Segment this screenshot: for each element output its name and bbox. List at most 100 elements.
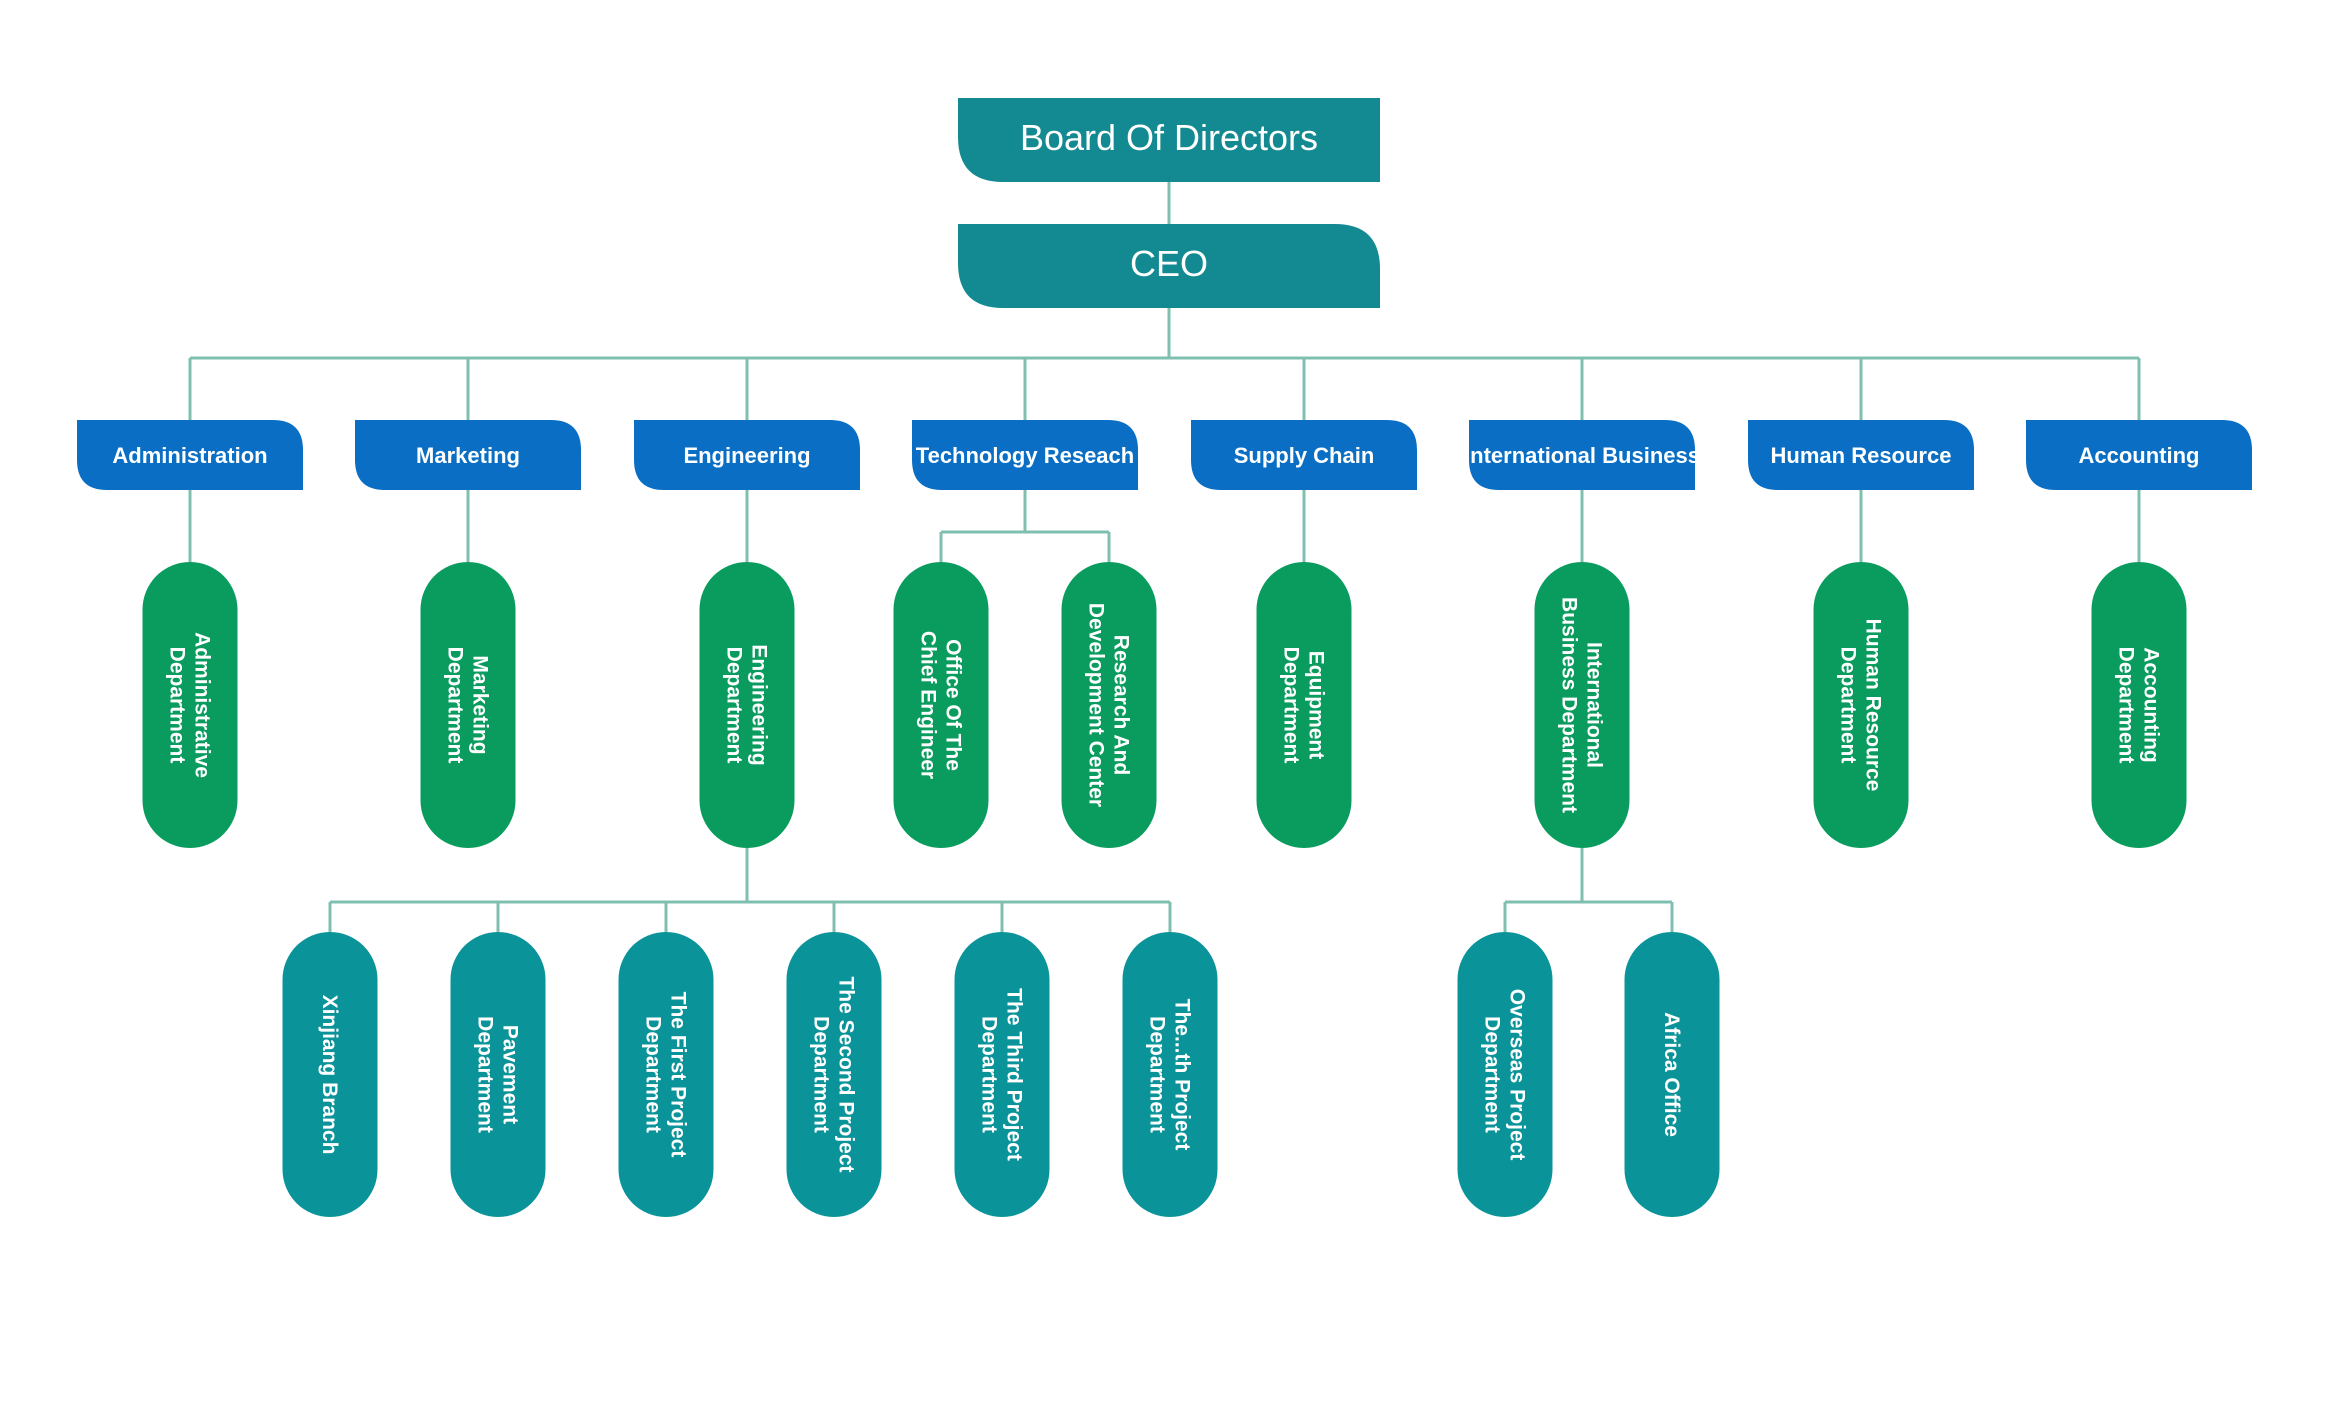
engineering-subunit-label-0: Xinjiang Branch bbox=[318, 995, 341, 1155]
engineering-subunit-pill-0 bbox=[282, 932, 378, 1217]
international-subunit-label-line-1-0: Africa Office bbox=[1660, 1012, 1683, 1137]
ceo-node: CEO bbox=[958, 224, 1380, 308]
unit-label-line-5-0: International bbox=[1583, 642, 1606, 768]
engineering-subunit-label-line-1-0: Pavement bbox=[499, 1025, 522, 1124]
engineering-subunit-pill-2 bbox=[618, 932, 714, 1217]
unit-label-2: EngineeringDepartment bbox=[723, 644, 771, 765]
engineering-subunit-pill-1 bbox=[450, 932, 546, 1217]
department-label-engineering: Engineering bbox=[683, 443, 810, 468]
engineering-subunit-label-line-0-0: Xinjiang Branch bbox=[318, 995, 341, 1155]
international-subunit-pill-0 bbox=[1457, 932, 1553, 1217]
engineering-subunit-node-5: The...th ProjectDepartment bbox=[1122, 932, 1218, 1217]
department-label-human-resource: Human Resource bbox=[1771, 443, 1952, 468]
engineering-subunit-node-0: Xinjiang Branch bbox=[282, 932, 378, 1217]
unit-node-6: Human ResourceDepartment bbox=[1813, 562, 1909, 848]
unit-pill-0 bbox=[142, 562, 238, 848]
department-box-administration bbox=[77, 420, 303, 490]
unit-node-1: MarketingDepartment bbox=[420, 562, 516, 848]
department-engineering: Engineering bbox=[634, 420, 860, 490]
unit-label-3-0: Office Of TheChief Engineer bbox=[917, 631, 965, 779]
engineering-subunit-node-4: The Third ProjectDepartment bbox=[954, 932, 1050, 1217]
unit-label-line-1-1: Department bbox=[444, 647, 467, 764]
engineering-subunit-label-line-4-1: Department bbox=[978, 1016, 1001, 1133]
unit-node-5: InternationalBusiness Department bbox=[1534, 562, 1630, 848]
engineering-subunit-label-line-3-1: Department bbox=[810, 1016, 833, 1133]
board-of-directors-label: Board Of Directors bbox=[1020, 117, 1318, 158]
unit-node-7: AccountingDepartment bbox=[2091, 562, 2187, 848]
international-subunit-node-0: Overseas ProjectDepartment bbox=[1457, 932, 1553, 1217]
engineering-subunit-label-line-1-1: Department bbox=[474, 1016, 497, 1133]
unit-label-line-2-0: Engineering bbox=[748, 644, 771, 765]
unit-label-line-4-1: Department bbox=[1280, 647, 1303, 764]
department-label-international-business: International Business bbox=[1464, 443, 1700, 468]
unit-pill-1 bbox=[420, 562, 516, 848]
unit-label-3-1: Research AndDevelopment Center bbox=[1085, 603, 1133, 807]
department-box-supply-chain bbox=[1191, 420, 1417, 490]
department-label-supply-chain: Supply Chain bbox=[1234, 443, 1375, 468]
department-box-engineering bbox=[634, 420, 860, 490]
department-box-marketing bbox=[355, 420, 581, 490]
connector-lines bbox=[188, 182, 2141, 932]
department-human-resource: Human Resource bbox=[1748, 420, 1974, 490]
department-international-business: International Business bbox=[1464, 420, 1700, 490]
engineering-subunit-label-line-5-1: Department bbox=[1146, 1016, 1169, 1133]
board-of-directors-node: Board Of Directors bbox=[958, 98, 1380, 182]
engineering-subunit-pill-5 bbox=[1122, 932, 1218, 1217]
unit-label-line-0-0: Administrative bbox=[191, 632, 214, 778]
unit-label-line-4-0: Equipment bbox=[1305, 651, 1328, 760]
unit-node-2: EngineeringDepartment bbox=[699, 562, 795, 848]
unit-pill-5 bbox=[1534, 562, 1630, 848]
engineering-subunit-node-2: The First ProjectDepartment bbox=[618, 932, 714, 1217]
unit-label-line-2-1: Department bbox=[723, 647, 746, 764]
engineering-subunit-node-1: PavementDepartment bbox=[450, 932, 546, 1217]
department-administration: Administration bbox=[77, 420, 303, 490]
international-subunit-node-1: Africa Office bbox=[1624, 932, 1720, 1217]
unit-label-line-3-1-0: Research And bbox=[1110, 635, 1133, 775]
engineering-subunit-node-3: The Second ProjectDepartment bbox=[786, 932, 882, 1217]
unit-label-line-6-1: Department bbox=[1837, 647, 1860, 764]
department-technology-reseach: Technology Reseach bbox=[912, 420, 1138, 490]
engineering-subunit-label-line-2-0: The First Project bbox=[667, 992, 690, 1158]
unit-node-3-1: Research AndDevelopment Center bbox=[1061, 562, 1157, 848]
unit-label-line-6-0: Human Resource bbox=[1862, 619, 1885, 792]
department-label-technology-reseach: Technology Reseach bbox=[916, 443, 1134, 468]
unit-pill-6 bbox=[1813, 562, 1909, 848]
engineering-subunit-label-5: The...th ProjectDepartment bbox=[1146, 999, 1194, 1151]
unit-label-line-3-1-1: Development Center bbox=[1085, 603, 1108, 807]
engineering-subunit-label-line-5-0: The...th Project bbox=[1171, 999, 1194, 1151]
international-subunit-label-line-0-1: Department bbox=[1481, 1016, 1504, 1133]
department-box-human-resource bbox=[1748, 420, 1974, 490]
unit-pill-4 bbox=[1256, 562, 1352, 848]
engineering-subunit-pill-3 bbox=[786, 932, 882, 1217]
ceo-label: CEO bbox=[1130, 243, 1208, 284]
board-of-directors-box bbox=[958, 98, 1380, 182]
unit-label-0: AdministrativeDepartment bbox=[166, 632, 214, 778]
department-supply-chain: Supply Chain bbox=[1191, 420, 1417, 490]
ceo-box bbox=[958, 224, 1380, 308]
unit-pill-7 bbox=[2091, 562, 2187, 848]
unit-label-4: EquipmentDepartment bbox=[1280, 647, 1328, 764]
unit-label-line-3-0-0: Office Of The bbox=[942, 639, 965, 771]
unit-label-7: AccountingDepartment bbox=[2115, 647, 2163, 764]
engineering-subunit-label-4: The Third ProjectDepartment bbox=[978, 988, 1026, 1161]
department-label-administration: Administration bbox=[112, 443, 267, 468]
unit-label-5: InternationalBusiness Department bbox=[1558, 597, 1606, 813]
department-box-accounting bbox=[2026, 420, 2252, 490]
engineering-subunit-pill-4 bbox=[954, 932, 1050, 1217]
unit-label-line-7-0: Accounting bbox=[2140, 647, 2163, 763]
international-subunit-pill-1 bbox=[1624, 932, 1720, 1217]
unit-pill-3-0 bbox=[893, 562, 989, 848]
engineering-subunit-label-line-3-0: The Second Project bbox=[835, 976, 858, 1172]
engineering-subunit-label-2: The First ProjectDepartment bbox=[642, 992, 690, 1158]
international-subunit-label-line-0-0: Overseas Project bbox=[1506, 989, 1529, 1161]
unit-pill-2 bbox=[699, 562, 795, 848]
unit-label-line-3-0-1: Chief Engineer bbox=[917, 631, 940, 779]
unit-label-1: MarketingDepartment bbox=[444, 647, 492, 764]
unit-node-3-0: Office Of TheChief Engineer bbox=[893, 562, 989, 848]
unit-label-line-1-0: Marketing bbox=[469, 655, 492, 754]
department-box-technology-reseach bbox=[912, 420, 1138, 490]
unit-label-6: Human ResourceDepartment bbox=[1837, 619, 1885, 792]
